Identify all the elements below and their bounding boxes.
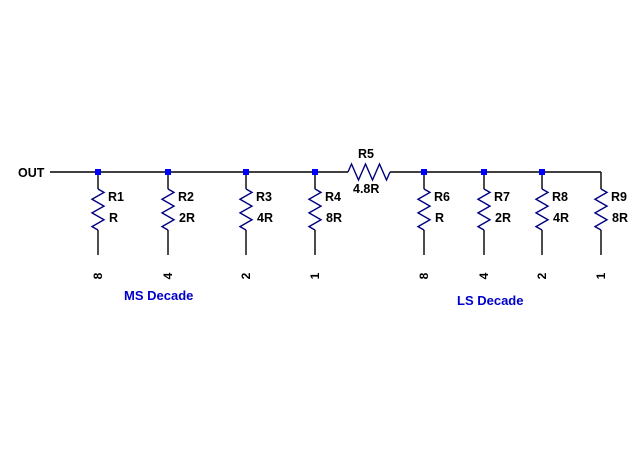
r8-value-label: 4R bbox=[553, 211, 569, 225]
r2-bit-weight-label: 4 bbox=[161, 272, 175, 279]
r6-name-label: R6 bbox=[434, 190, 450, 204]
resistor-r7 bbox=[476, 188, 492, 231]
r3-bit-weight-label: 2 bbox=[239, 272, 253, 279]
resistor-r9 bbox=[593, 188, 609, 231]
r8-bit-weight-label: 2 bbox=[535, 272, 549, 279]
r9-value-label: 8R bbox=[612, 211, 628, 225]
r4-name-label: R4 bbox=[325, 190, 341, 204]
r2-value-label: 2R bbox=[179, 211, 195, 225]
resistor-r1 bbox=[90, 188, 106, 231]
resistor-r4 bbox=[307, 188, 323, 231]
r5-name-label: R5 bbox=[358, 147, 374, 161]
resistor-r2 bbox=[160, 188, 176, 231]
r4-junction-node bbox=[312, 169, 318, 175]
r9-bit-weight-label: 1 bbox=[594, 272, 608, 279]
r6-bit-weight-label: 8 bbox=[417, 272, 431, 279]
r6-value-label: R bbox=[435, 211, 444, 225]
r3-value-label: 4R bbox=[257, 211, 273, 225]
r1-name-label: R1 bbox=[108, 190, 124, 204]
resistor-r3 bbox=[238, 188, 254, 231]
r9-name-label: R9 bbox=[611, 190, 627, 204]
resistor-r5 bbox=[347, 162, 391, 182]
r2-junction-node bbox=[165, 169, 171, 175]
r7-name-label: R7 bbox=[494, 190, 510, 204]
resistor-r8 bbox=[534, 188, 550, 231]
r2-name-label: R2 bbox=[178, 190, 194, 204]
r3-name-label: R3 bbox=[256, 190, 272, 204]
r3-junction-node bbox=[243, 169, 249, 175]
r5-value-label: 4.8R bbox=[353, 182, 379, 196]
r7-junction-node bbox=[481, 169, 487, 175]
resistor-r6 bbox=[416, 188, 432, 231]
r8-name-label: R8 bbox=[552, 190, 568, 204]
r4-bit-weight-label: 1 bbox=[308, 272, 322, 279]
r1-junction-node bbox=[95, 169, 101, 175]
r4-value-label: 8R bbox=[326, 211, 342, 225]
r1-value-label: R bbox=[109, 211, 118, 225]
ms-decade-label: MS Decade bbox=[124, 288, 193, 303]
r7-value-label: 2R bbox=[495, 211, 511, 225]
r6-junction-node bbox=[421, 169, 427, 175]
ls-decade-label: LS Decade bbox=[457, 293, 523, 308]
r1-bit-weight-label: 8 bbox=[91, 272, 105, 279]
r8-junction-node bbox=[539, 169, 545, 175]
r7-bit-weight-label: 4 bbox=[477, 272, 491, 279]
out-label: OUT bbox=[18, 166, 45, 180]
